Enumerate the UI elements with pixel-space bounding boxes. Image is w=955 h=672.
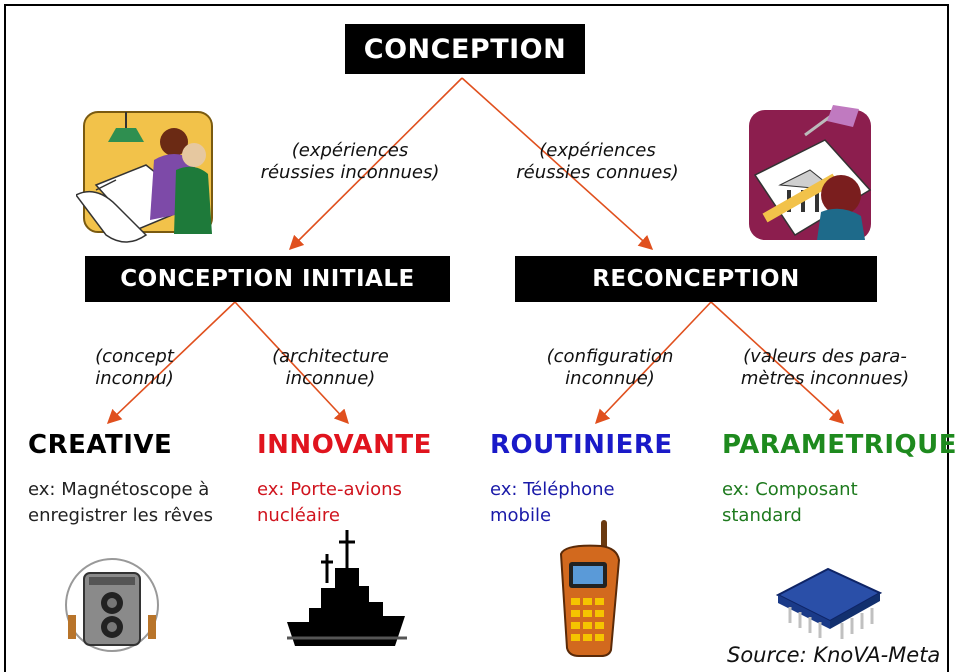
example-line: enregistrer les rêves: [28, 505, 213, 526]
arrow-conception-to-initiale: [288, 77, 463, 251]
edge-label-line: réussies connues): [516, 162, 679, 183]
arrow-conception-to-reconception: [461, 77, 654, 250]
edge-label-experiences-connues: (expériences réussies connues): [495, 140, 700, 184]
leaf-title-parametrique: PARAMETRIQUE: [722, 430, 955, 460]
warship-icon: [287, 530, 407, 646]
example-innovante: ex: Porte-avions nucléaire: [257, 477, 402, 529]
edge-label-line: (architecture: [272, 346, 389, 367]
edge-label-line: mètres inconnues): [740, 368, 910, 389]
example-line: ex: Magnétoscope à: [28, 479, 210, 500]
arrow-initiale-to-innovante: [234, 301, 349, 425]
example-line: ex: Composant: [722, 479, 858, 500]
example-line: nucléaire: [257, 505, 340, 526]
tape-recorder-icon: [65, 558, 159, 652]
source-credit: Source: KnoVA-Meta: [727, 643, 941, 667]
node-conception: CONCEPTION: [345, 24, 585, 74]
edge-label-line: (expériences: [539, 140, 656, 161]
leaf-title-routiniere: ROUTINIERE: [490, 430, 673, 460]
example-line: mobile: [490, 505, 552, 526]
leaf-title-creative: CREATIVE: [28, 430, 173, 460]
chip-icon: [775, 567, 883, 639]
example-line: ex: Téléphone: [490, 479, 615, 500]
leaf-title-innovante: INNOVANTE: [257, 430, 432, 460]
edge-label-line: réussies inconnues): [260, 162, 440, 183]
example-parametrique: ex: Composant standard: [722, 477, 858, 529]
edge-label-line: (valeurs des para-: [743, 346, 907, 367]
arrow-reconception-to-routiniere: [595, 301, 712, 425]
edge-label-line: (configuration: [546, 346, 674, 367]
mobile-phone-icon: [559, 520, 621, 657]
edge-label-line: (expériences: [291, 140, 409, 161]
example-line: standard: [722, 505, 802, 526]
designers-drafting-icon: [76, 111, 213, 243]
edge-label-line: (concept: [95, 346, 174, 367]
edge-label-architecture-inconnue: (architecture inconnue): [258, 346, 403, 390]
edge-label-experiences-inconnues: (expériences réussies inconnues): [250, 140, 450, 184]
node-conception-initiale: CONCEPTION INITIALE: [85, 256, 450, 302]
designer-reconception-icon: [749, 105, 872, 240]
example-line: ex: Porte-avions: [257, 479, 402, 500]
edge-label-line: inconnue): [285, 368, 376, 389]
example-creative: ex: Magnétoscope à enregistrer les rêves: [28, 477, 213, 529]
node-reconception: RECONCEPTION: [515, 256, 877, 302]
arrow-initiale-to-creative: [106, 301, 236, 424]
example-routiniere: ex: Téléphone mobile: [490, 477, 615, 529]
arrow-reconception-to-parametrique: [710, 301, 845, 424]
edge-label-valeurs-parametres: (valeurs des para- mètres inconnues): [725, 346, 925, 390]
edge-label-configuration-inconnue: (configuration inconnue): [530, 346, 690, 390]
edge-label-line: inconnu): [95, 368, 174, 389]
edge-label-line: inconnue): [565, 368, 655, 389]
edge-label-concept-inconnu: (concept inconnu): [72, 346, 197, 390]
